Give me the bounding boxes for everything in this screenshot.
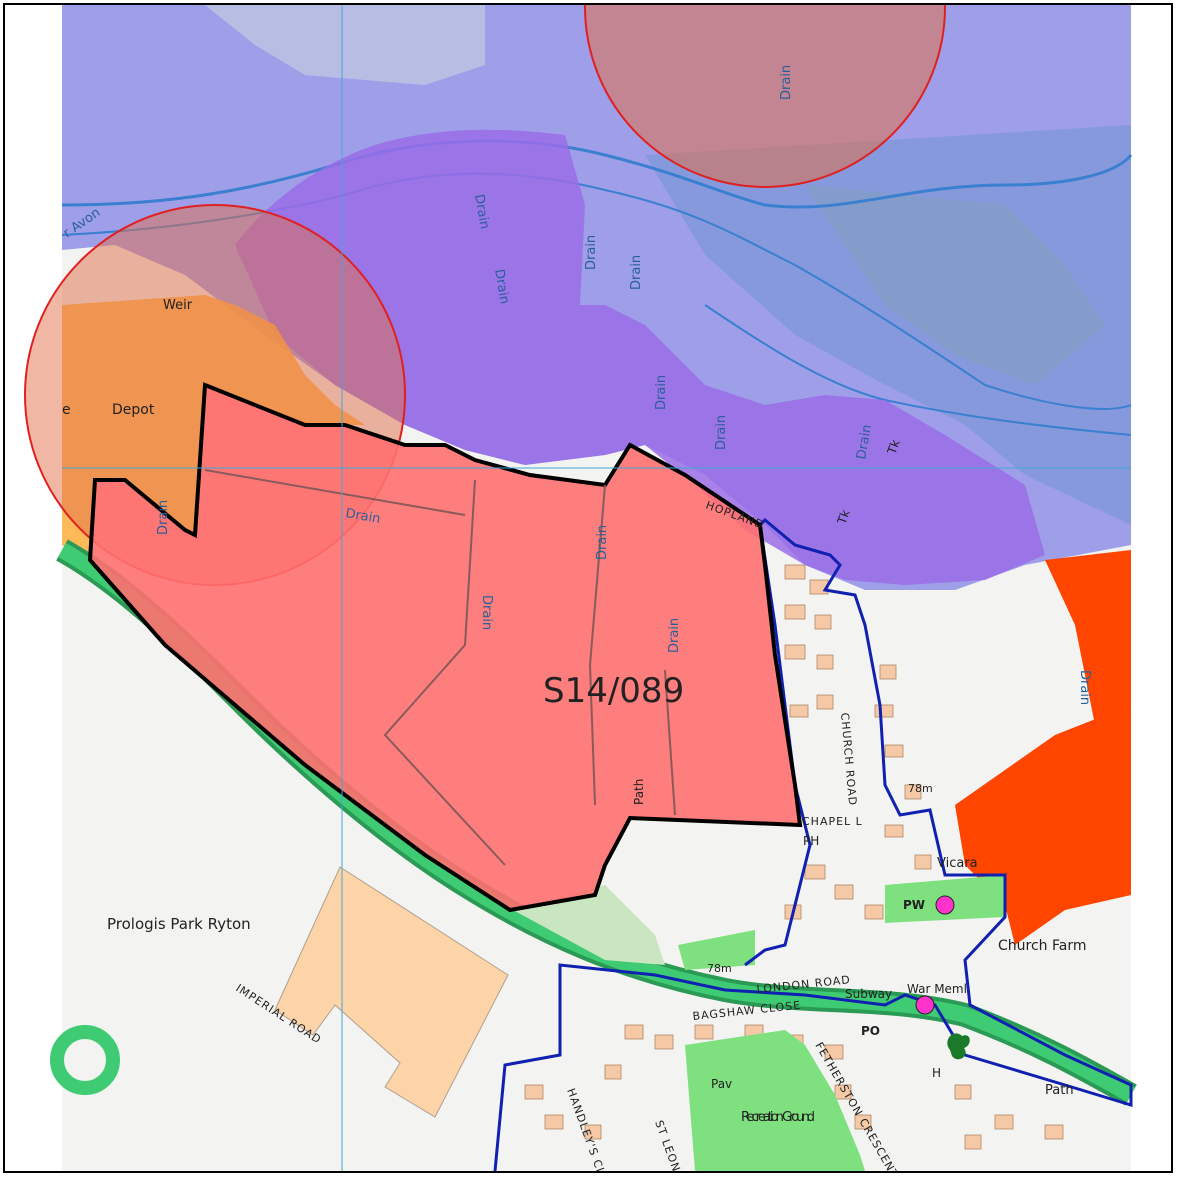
grey-woodland-2 — [805, 185, 1105, 385]
po-label: PO — [861, 1024, 880, 1038]
flood-zone-lighter — [645, 125, 1131, 525]
recreation-ground — [685, 1030, 865, 1171]
green-verge — [513, 885, 665, 965]
site-ref-label: S14/089 — [543, 671, 684, 711]
drain-label-14: Drain — [667, 618, 682, 653]
settlement-boundary — [493, 517, 1133, 1171]
path-label-1: Path — [632, 779, 646, 805]
path-label-2: Path — [1045, 1083, 1074, 1098]
drain-label-13: Drain — [479, 595, 494, 630]
spot-height-label-2: 78m — [707, 962, 732, 975]
drain-label-3: Drain — [584, 235, 599, 270]
pw-label: PW — [903, 898, 925, 912]
weir-label: Weir — [163, 298, 193, 313]
drain-label-11: Drain — [344, 506, 381, 527]
ph-label: PH — [803, 834, 819, 848]
drain-label-6: Drain — [654, 375, 669, 410]
river-channel-3 — [704, 304, 1132, 436]
drain-label-4: Drain — [629, 255, 644, 290]
map-frame: S14/089 r Avon Weir Depot e Prologis Par… — [3, 3, 1173, 1173]
green-space-78m — [678, 930, 755, 970]
vicarage-label: Vicara — [937, 856, 978, 871]
tree-symbol — [947, 1033, 970, 1060]
site-polygon[interactable] — [87, 382, 803, 913]
recreation-ground-label: Recreation Ground — [741, 1110, 815, 1125]
red-orange-zone-upper — [1045, 550, 1131, 725]
pav-label: Pav — [711, 1077, 732, 1091]
map-canvas[interactable]: S14/089 r Avon Weir Depot e Prologis Par… — [5, 5, 1171, 1171]
war-memorial-marker — [915, 995, 935, 1015]
drain-label-9: Drain — [1077, 670, 1092, 705]
chapel-label: CHAPEL L — [802, 815, 863, 828]
prologis-label: Prologis Park Ryton — [107, 915, 251, 933]
depot-label: Depot — [112, 402, 155, 418]
depot-edge-label: e — [62, 402, 71, 418]
drain-label-5: Drain — [491, 268, 512, 305]
church-farm-label: Church Farm — [998, 938, 1086, 954]
river-avon — [61, 139, 1133, 209]
drain-label-8: Drain — [854, 423, 875, 460]
drain-label-7: Drain — [714, 415, 729, 450]
spot-height-label-1: 78m — [908, 782, 933, 795]
right-margin — [1131, 5, 1171, 1171]
purple-zone — [235, 129, 1045, 585]
drain-label-12: Drain — [595, 525, 610, 560]
drain-label-10: Drain — [156, 500, 171, 535]
buffer-circle-top — [584, 5, 946, 188]
pw-marker — [935, 895, 955, 915]
left-margin — [5, 5, 62, 1171]
tk-label-2: Tk — [834, 508, 852, 527]
drain-label-1: Drain — [779, 65, 794, 100]
grey-woodland-1 — [205, 5, 485, 85]
h-label: H — [932, 1066, 941, 1080]
site-internal-drains — [204, 469, 676, 866]
drain-label-2: Drain — [471, 193, 492, 230]
roundabout — [50, 1025, 120, 1095]
subway-label: Subway — [845, 987, 892, 1001]
prologis-warehouse — [274, 866, 509, 1118]
tk-label-1: Tk — [884, 438, 902, 457]
war-memorial-label: War Meml — [907, 982, 967, 996]
